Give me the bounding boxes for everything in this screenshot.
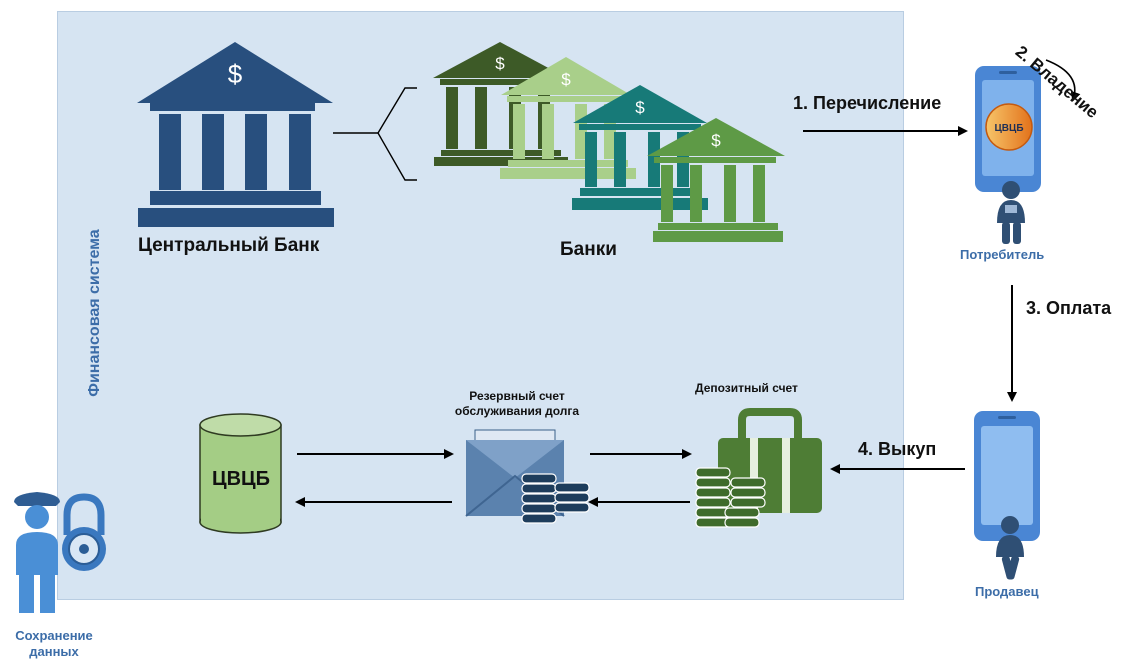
deposit-coins-icon [695, 467, 766, 528]
central-bank-label: Центральный Банк [138, 235, 320, 256]
consumer-person-icon [997, 181, 1025, 244]
bank-icon-teal: $ [572, 85, 708, 210]
seller-person-icon [996, 516, 1024, 580]
cbdc-coin-icon [985, 103, 1033, 151]
cbdc-coin-label: ЦВЦБ [994, 123, 1023, 134]
svg-text:$: $ [495, 54, 505, 73]
cbdc-storage-cylinder-icon [199, 413, 282, 534]
seller-label: Продавец [975, 584, 1039, 599]
step-3-label: 3. Оплата [1026, 298, 1112, 318]
data-security-label-line2: данных [29, 644, 79, 659]
step-1-label: 1. Перечисление [793, 93, 942, 113]
ownership-curved-arrow [1045, 59, 1081, 102]
reserve-account-label-line1: Резервный счет [469, 389, 565, 403]
banks-label: Банки [560, 239, 617, 260]
svg-text:$: $ [561, 70, 571, 89]
deposit-account-label: Депозитный счет [695, 381, 798, 395]
svg-text:$: $ [228, 59, 243, 89]
bank-connector-bracket [333, 87, 417, 181]
consumer-label: Потребитель [960, 247, 1045, 262]
central-bank-icon: $ [137, 42, 334, 227]
svg-text:$: $ [711, 131, 721, 150]
padlock-icon [62, 493, 106, 571]
reserve-coins-icon [521, 473, 590, 524]
bank-icon-green: $ [647, 118, 785, 242]
svg-text:$: $ [635, 98, 645, 117]
financial-system-label: Финансовая система [86, 229, 103, 397]
reserve-account-label-line2: обслуживания долга [454, 404, 580, 418]
seller-phone-icon [974, 411, 1040, 541]
data-security-label: Сохранение данных [2, 628, 106, 660]
bank-icon-light-green: $ [500, 57, 636, 179]
step-4-label: 4. Выкуп [858, 439, 937, 459]
security-guard-icon [14, 492, 60, 613]
data-security-label-line1: Сохранение [15, 628, 93, 643]
reserve-account-label: Резервный счет обслуживания долга [447, 389, 587, 419]
storage-label: ЦВЦБ [212, 468, 270, 490]
